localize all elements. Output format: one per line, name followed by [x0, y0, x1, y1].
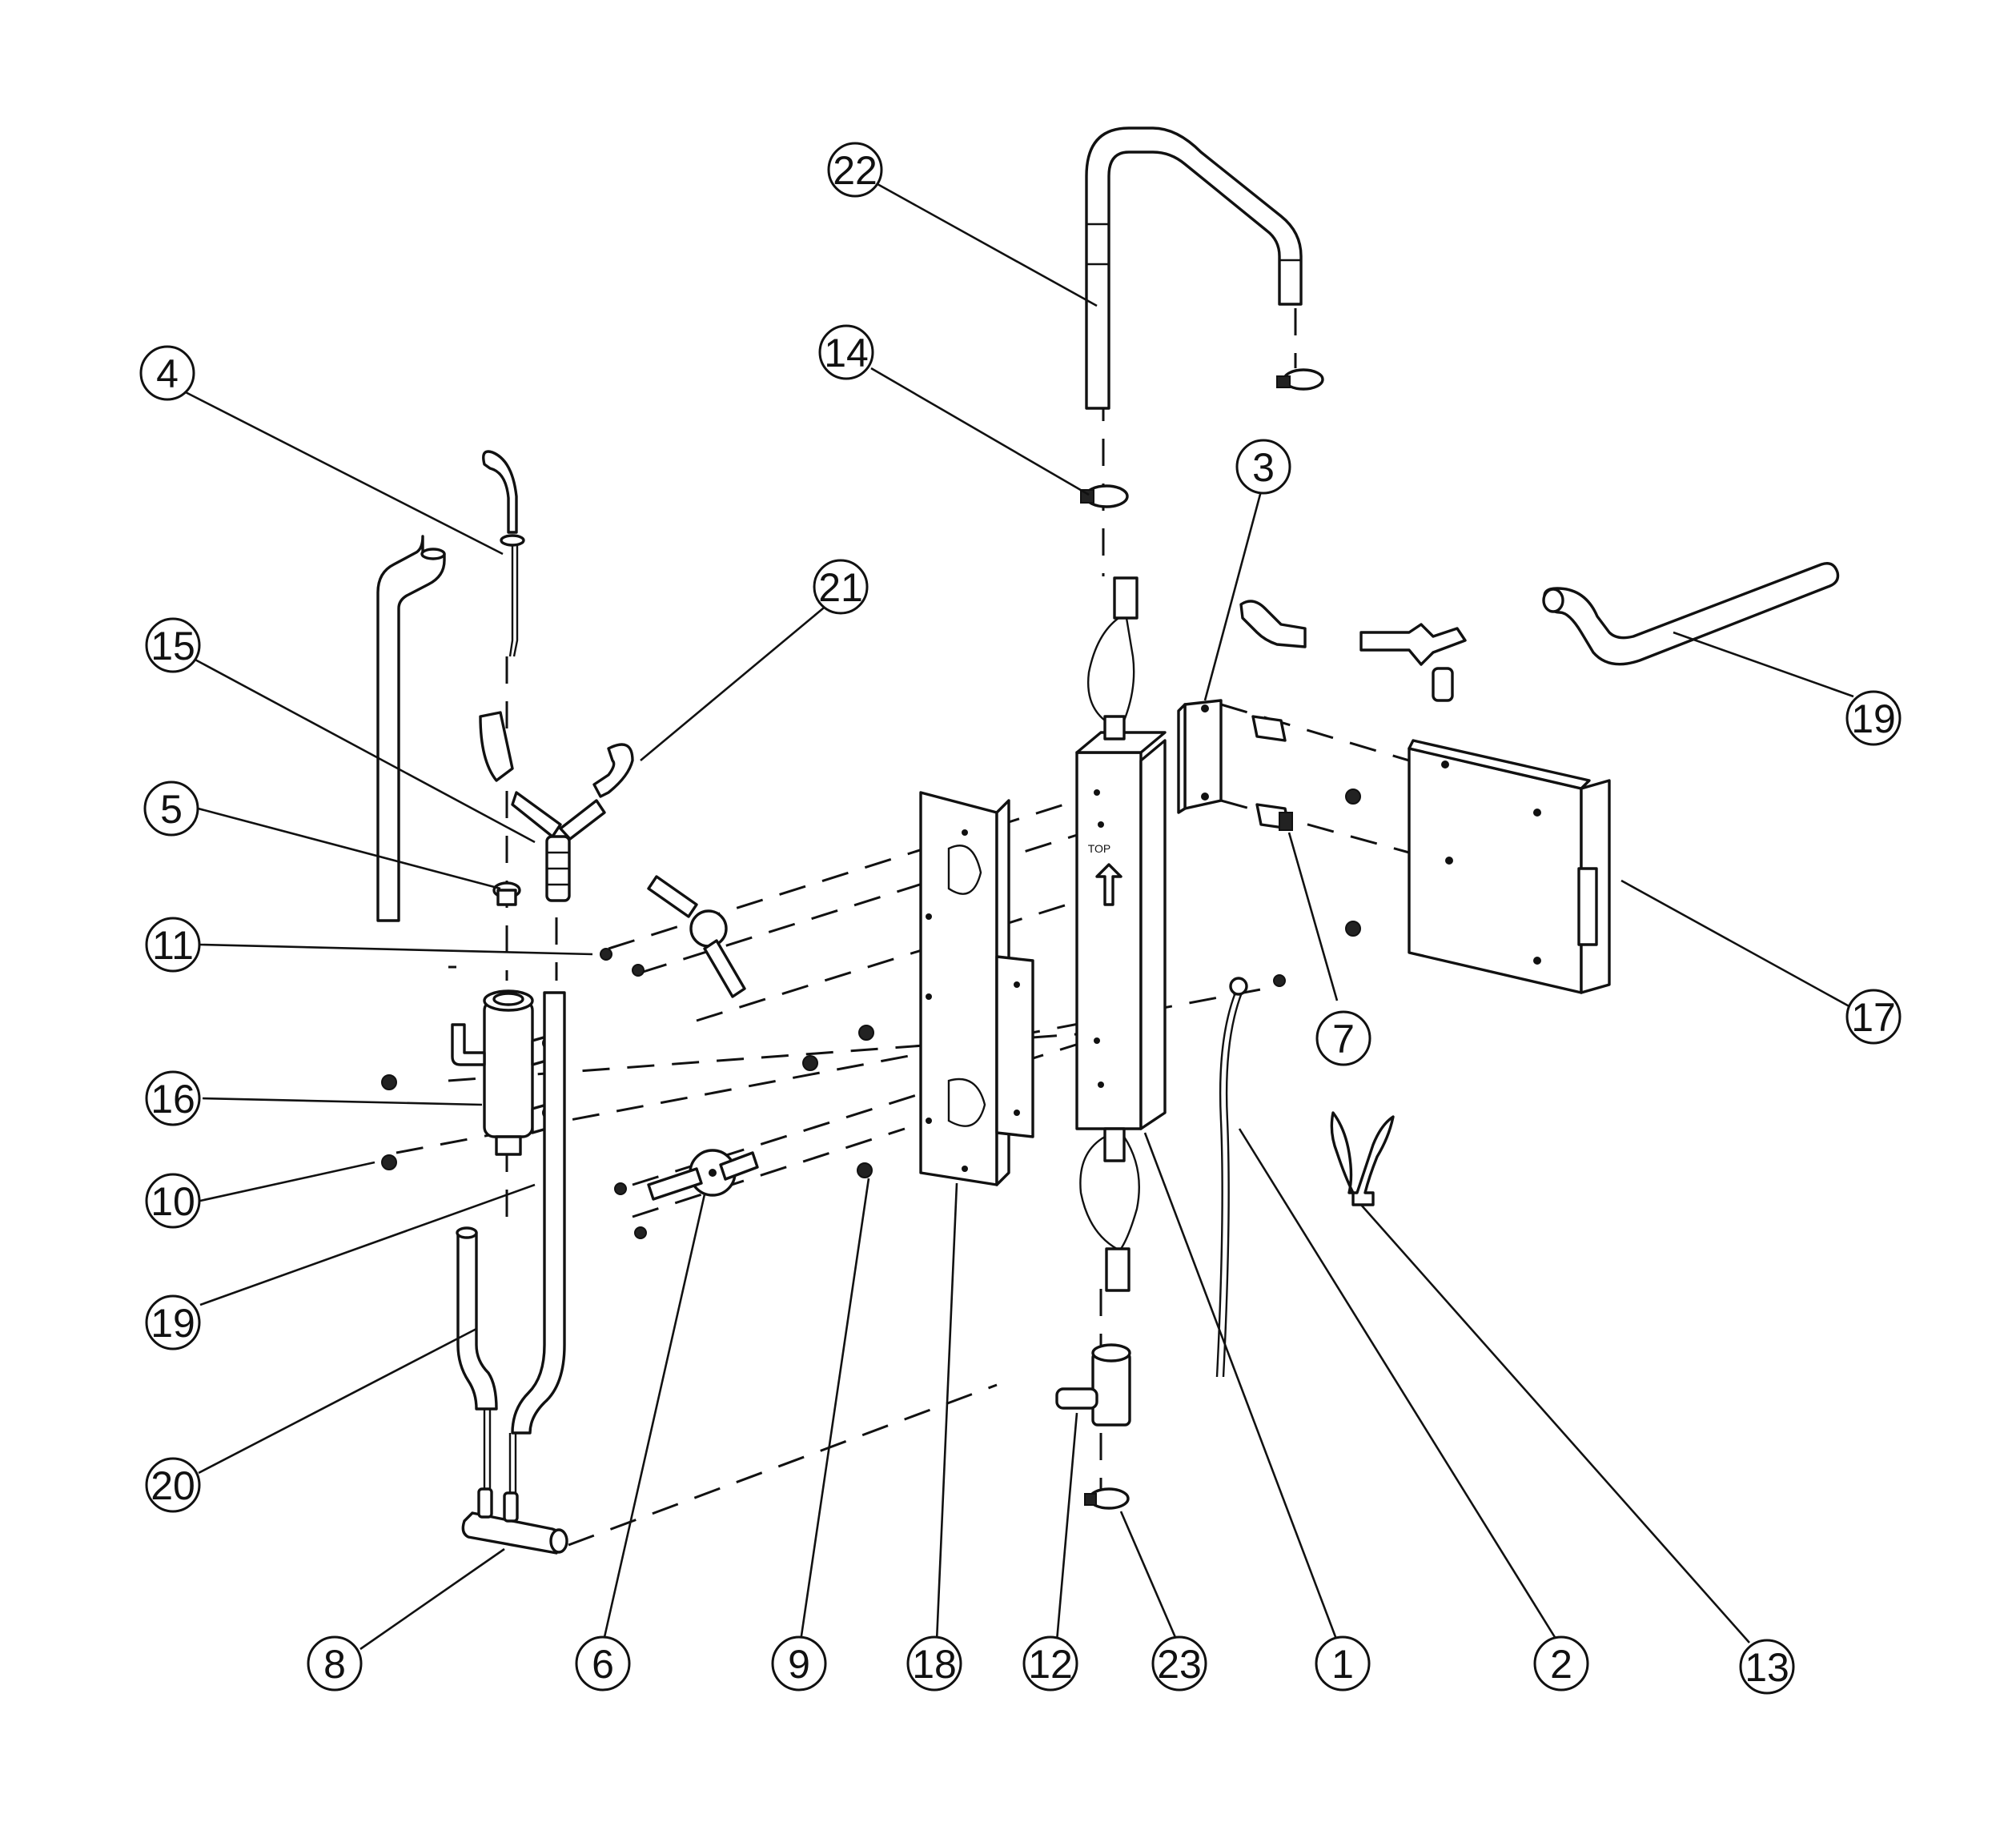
part-8-manifold — [461, 1409, 568, 1555]
callout-17: 17 — [1845, 989, 1902, 1045]
callout-5: 5 — [143, 781, 199, 837]
svg-text:20: 20 — [151, 1463, 195, 1508]
callout-19-upper: 19 — [1845, 690, 1902, 746]
part-5-cap — [492, 881, 521, 906]
callout-13: 13 — [1739, 1639, 1795, 1695]
svg-text:16: 16 — [151, 1077, 195, 1122]
svg-text:2: 2 — [1550, 1642, 1572, 1687]
svg-text:22: 22 — [833, 148, 877, 193]
part-3-switch-plate — [1177, 699, 1223, 814]
svg-text:17: 17 — [1851, 995, 1896, 1040]
callout-15: 15 — [145, 617, 201, 673]
part-19-left-tall-pipe — [376, 535, 446, 922]
svg-text:13: 13 — [1745, 1645, 1789, 1690]
callout-18: 18 — [906, 1635, 962, 1692]
svg-text:4: 4 — [156, 351, 179, 396]
part-12-elbow-fitting — [1055, 1343, 1131, 1427]
hose-clamp-top-right — [1276, 368, 1324, 391]
svg-text:8: 8 — [323, 1642, 346, 1687]
callout-19-left: 19 — [145, 1294, 201, 1350]
screws — [381, 789, 1361, 1239]
callout-1: 1 — [1315, 1635, 1371, 1692]
part-2-ground-cable — [1215, 977, 1248, 1378]
part-6-thermostat-lower — [647, 1149, 759, 1201]
part-20-lower-hose — [456, 1226, 498, 1411]
callout-23: 23 — [1151, 1635, 1207, 1692]
svg-text:10: 10 — [151, 1179, 195, 1224]
svg-text:6: 6 — [592, 1642, 614, 1687]
svg-text:14: 14 — [824, 331, 869, 375]
part-23-hose-clamp — [1084, 1487, 1130, 1510]
svg-text:18: 18 — [912, 1642, 957, 1687]
leader-lines — [179, 183, 1854, 1651]
svg-text:21: 21 — [818, 565, 863, 610]
svg-text:11: 11 — [152, 923, 194, 968]
svg-text:9: 9 — [788, 1642, 810, 1687]
svg-text:3: 3 — [1252, 445, 1275, 490]
part-13-spring-clip — [1330, 1111, 1395, 1206]
part-18-mounting-bracket — [919, 791, 1034, 1186]
svg-text:12: 12 — [1028, 1642, 1073, 1687]
callout-4: 4 — [139, 345, 195, 401]
part-7-connectors — [1251, 715, 1293, 831]
callout-20: 20 — [145, 1457, 201, 1513]
callout-16: 16 — [145, 1070, 201, 1126]
svg-text:1: 1 — [1331, 1642, 1354, 1687]
svg-text:23: 23 — [1157, 1642, 1202, 1687]
callout-6: 6 — [575, 1635, 631, 1692]
part-6-thermostat-upper — [647, 875, 746, 998]
svg-text:15: 15 — [151, 624, 195, 668]
callout-14: 14 — [818, 324, 874, 380]
part-19-vertical-tube — [511, 991, 566, 1435]
part-19-upper-right-pipe — [1542, 562, 1840, 666]
callout-12: 12 — [1022, 1635, 1078, 1692]
svg-text:19: 19 — [1851, 696, 1896, 741]
callout-2: 2 — [1533, 1635, 1589, 1692]
callout-10: 10 — [145, 1173, 201, 1229]
top-marking: TOP — [1088, 842, 1111, 855]
part-4-probe — [482, 450, 525, 657]
part-14-hose-clamp — [1080, 484, 1129, 508]
part-21-hose-and-15-y-fitting — [479, 711, 634, 902]
callout-22: 22 — [827, 142, 883, 198]
upper-right-hose-and-fitting — [1239, 600, 1467, 702]
callout-3: 3 — [1235, 439, 1291, 495]
callout-8: 8 — [307, 1635, 363, 1692]
part-17-plate — [1408, 739, 1611, 994]
svg-text:19: 19 — [151, 1301, 195, 1346]
svg-text:5: 5 — [160, 787, 183, 832]
callout-9: 9 — [771, 1635, 827, 1692]
svg-text:7: 7 — [1332, 1017, 1355, 1061]
callout-11: 11 — [145, 917, 201, 973]
part-1-housing: TOP — [1075, 576, 1167, 1292]
callout-21: 21 — [813, 559, 869, 615]
part-22-u-hose — [1085, 126, 1303, 410]
callout-7: 7 — [1315, 1010, 1371, 1066]
